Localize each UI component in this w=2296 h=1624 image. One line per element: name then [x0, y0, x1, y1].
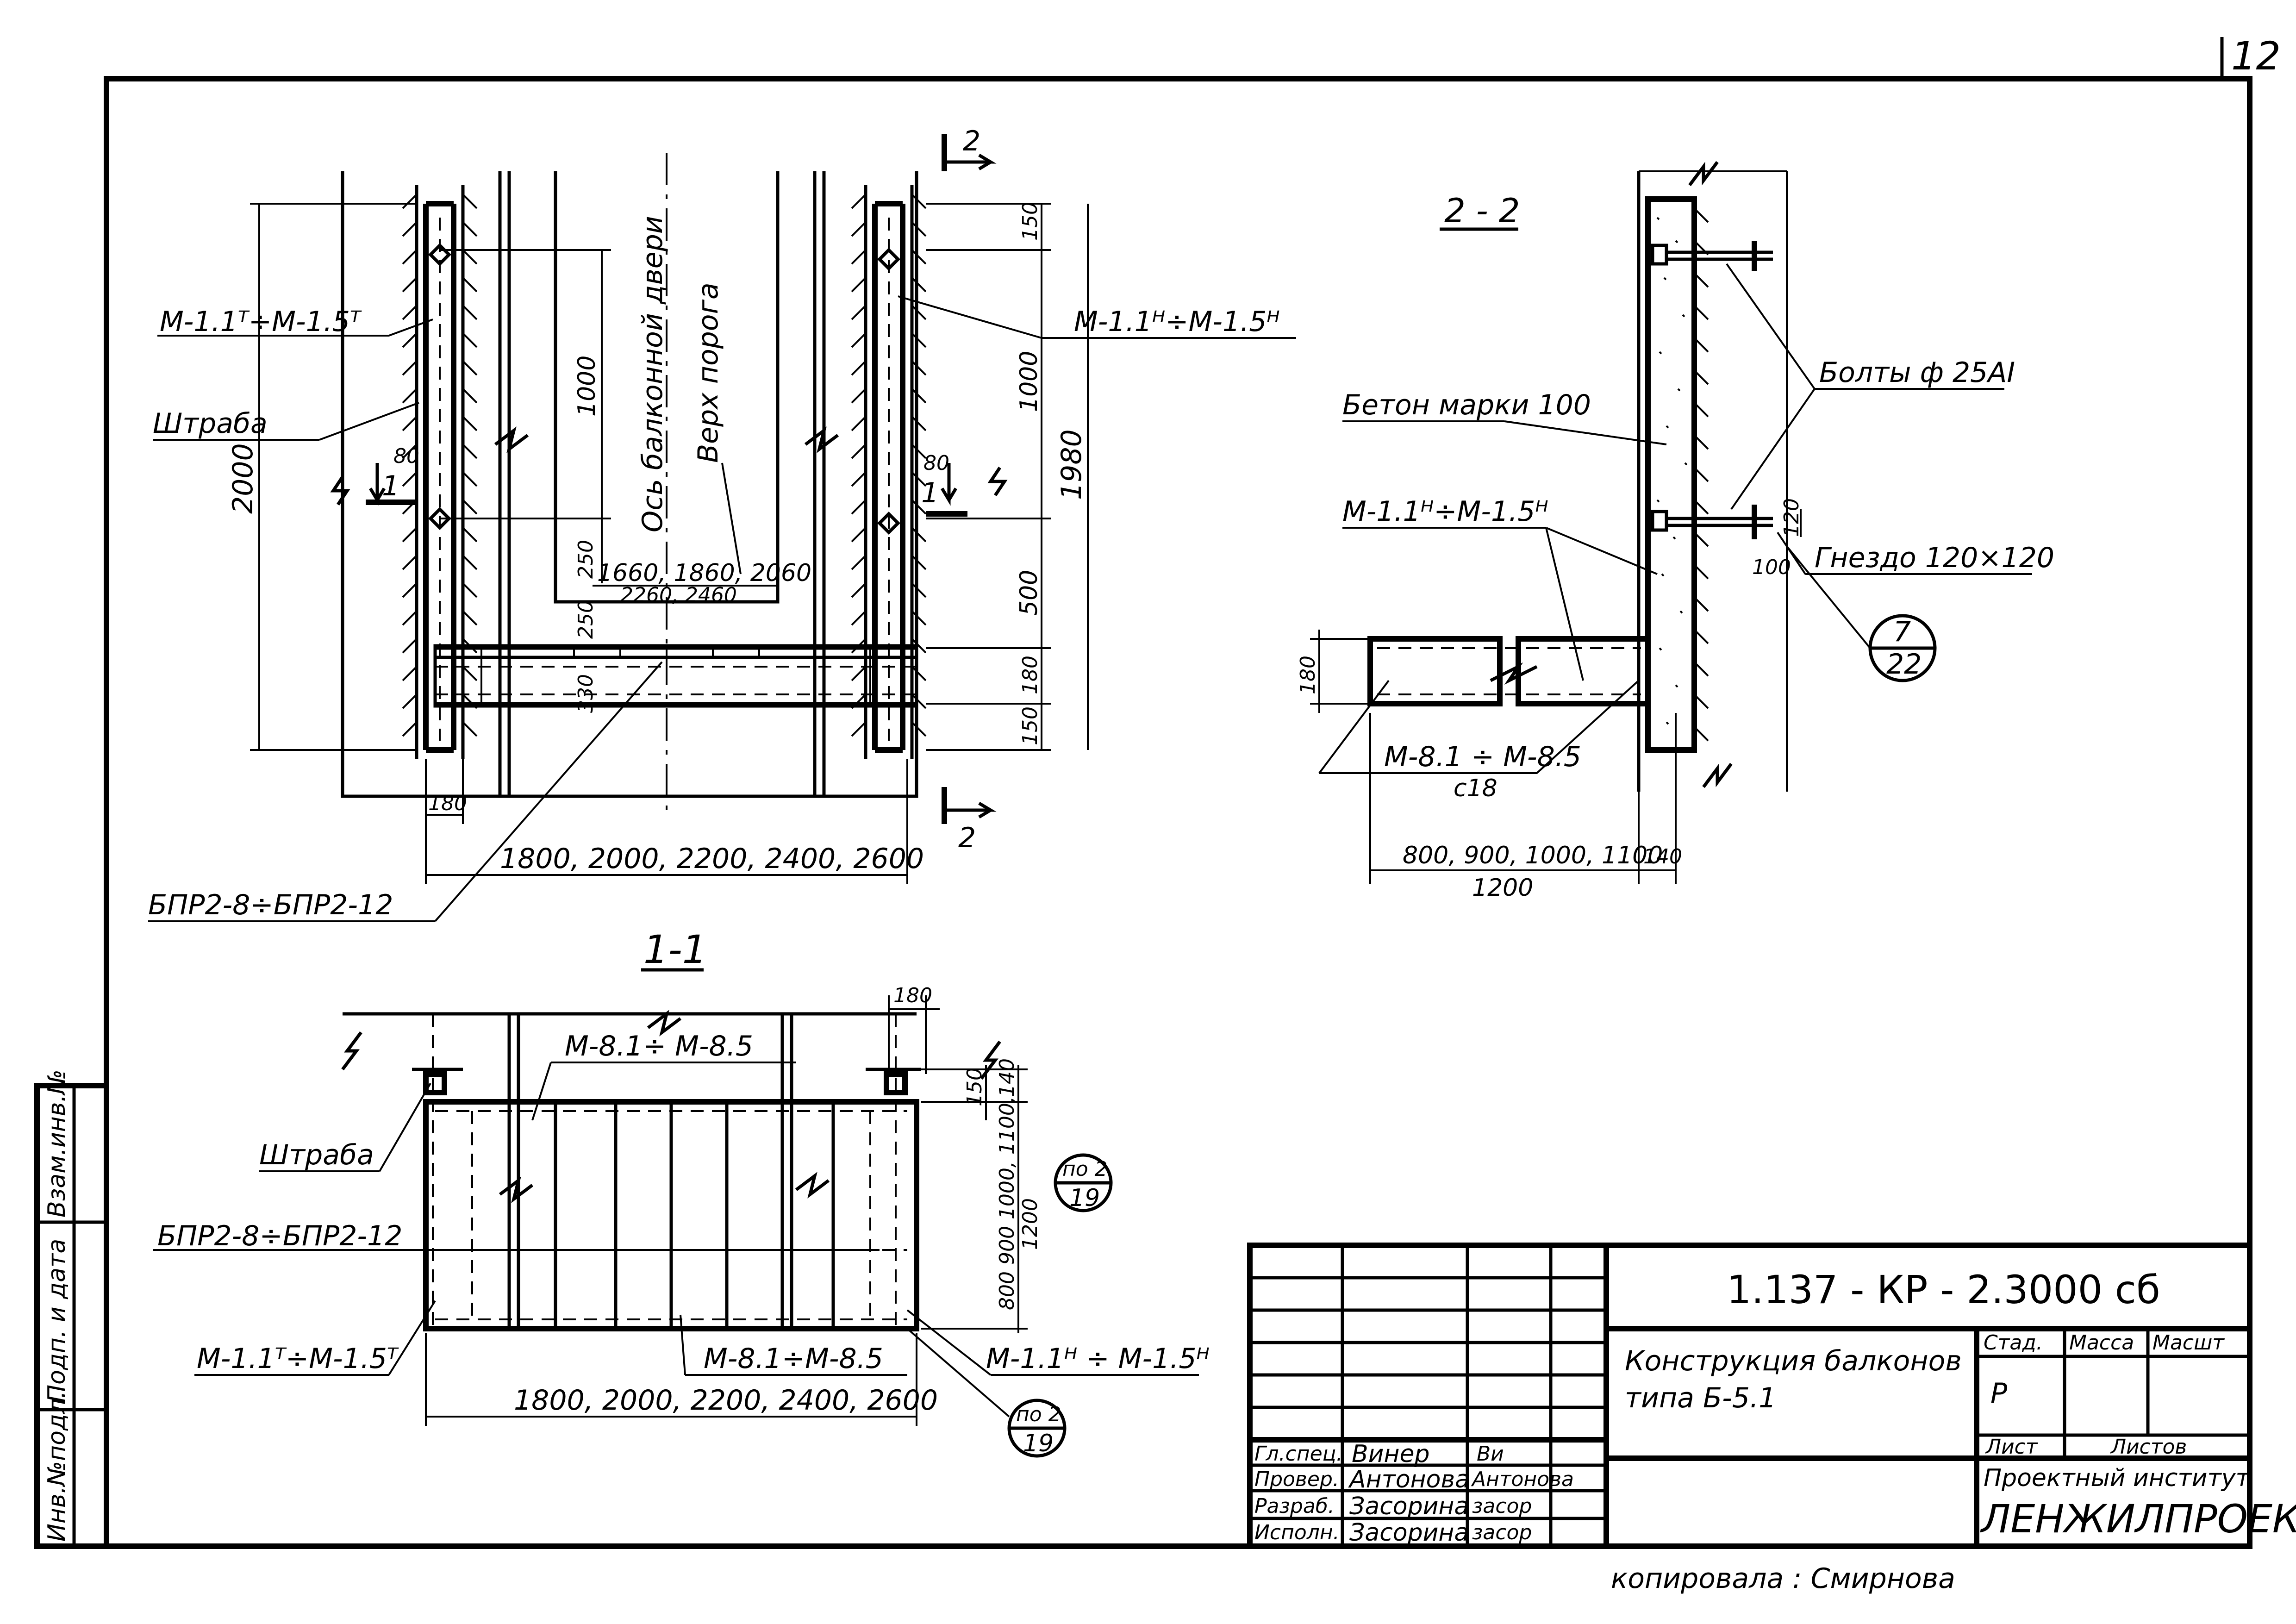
name-1: Винер — [1352, 1440, 1429, 1468]
plan-view: 2000 М-1.1ᵀ÷М-1.5ᵀ Штраба 1 80 1000 250 … — [148, 125, 1296, 922]
title-block-sheet-header: Лист — [1985, 1435, 2038, 1459]
plan-dim-250-b: 250 — [574, 600, 598, 639]
plan-beam-label: БПР2-8÷БПР2-12 — [148, 889, 393, 921]
plan-dim-180-bottom: 180 — [428, 792, 467, 815]
sheet-number: 12 — [2231, 33, 2281, 79]
title-block-mass-header: Масса — [2069, 1331, 2134, 1355]
stamp-replaced-inv: Взам.инв.№ — [43, 1069, 71, 1218]
stamp-sign-date: Подп. и дата — [43, 1239, 71, 1403]
section-1-1-ref-a-num: по 2 — [1062, 1157, 1108, 1181]
sign-2: Антонова — [1471, 1468, 1574, 1491]
plan-dim-80-right: 80 — [923, 451, 949, 475]
plan-cut-2-top: 2 — [963, 125, 980, 157]
stamp-inventory-no: Инв.№подл. — [43, 1391, 71, 1542]
section-2-2-embed-label: М-1.1ᴴ÷М-1.5ᴴ — [1342, 495, 1548, 528]
section-1-1-dim-140: 140 — [995, 1058, 1019, 1097]
section-1-1-ref-a-den: 19 — [1069, 1184, 1100, 1212]
title-block: 1.137 - КР - 2.3000 сб Конструкция балко… — [1247, 1243, 2296, 1549]
side-stamp: Инв.№подл. Подп. и дата Взам.инв.№ — [34, 1069, 109, 1549]
plan-span-dims: 1800, 2000, 2200, 2400, 2600 — [500, 843, 924, 875]
plan-door-axis-label: Ось балконной двери — [636, 216, 669, 532]
section-1-1-dim-150: 150 — [963, 1068, 986, 1106]
title-block-stage: Р — [1990, 1377, 2008, 1410]
section-1-1-left-label: М-1.1ᵀ÷М-1.5ᵀ — [197, 1343, 399, 1375]
section-2-2-dim-180: 180 — [1296, 656, 1320, 694]
plan-cut-1-left: 1 — [382, 470, 399, 502]
role-3: Разраб. — [1254, 1494, 1335, 1518]
plan-widths-line2: 2260, 2460 — [620, 583, 737, 607]
role-1: Гл.спец. — [1254, 1442, 1343, 1466]
name-2: Антонова — [1348, 1466, 1470, 1493]
plan-dim-250-a: 250 — [574, 540, 598, 579]
title-block-code: 1.137 - КР - 2.3000 сб — [1727, 1267, 2160, 1312]
section-2-2-concrete-label: Бетон марки 100 — [1342, 389, 1591, 421]
plan-dim-2000: 2000 — [227, 443, 259, 514]
plan-threshold-label: Верх порога — [692, 282, 724, 463]
plan-dim-1000-right: 1000 — [1015, 351, 1043, 412]
role-2: Провер. — [1254, 1468, 1339, 1491]
sign-4: засор — [1472, 1521, 1532, 1544]
section-1-1-ref-b-den: 19 — [1023, 1430, 1054, 1457]
section-1-1-depth-dims: 800 900 1000, 1100, — [995, 1096, 1019, 1310]
section-2-2-dim-100: 100 — [1752, 556, 1791, 579]
plan-cut-1-right: 1 — [921, 477, 939, 509]
section-2-2-title: 2 - 2 — [1444, 191, 1520, 230]
section-2-2-bolts-label: Болты ф 25АI — [1819, 356, 2015, 389]
plan-widths-line1: 1660, 1860, 2060 — [597, 559, 811, 587]
copied-by: копировала : Смирнова — [1611, 1562, 1955, 1595]
section-1-1-right-label: М-1.1ᴴ ÷ М-1.5ᴴ — [986, 1343, 1210, 1375]
plan-dim-1000-left: 1000 — [573, 356, 601, 417]
name-3: Засорина — [1349, 1493, 1469, 1520]
section-2-2: 2 - 2 Болты ф 25АI Бетон марки 100 М-1.1… — [1296, 161, 2054, 902]
section-2-2-bottom-label-2: с18 — [1454, 775, 1497, 802]
plan-dim-150-bottom: 150 — [1018, 706, 1042, 745]
plan-groove-label: Штраба — [153, 407, 268, 440]
section-1-1-dim-1200: 1200 — [1018, 1198, 1042, 1250]
section-1-1-ref-b-num: по 2 — [1016, 1403, 1061, 1426]
section-1-1-middle-label: М-8.1÷М-8.5 — [704, 1343, 883, 1375]
plan-dim-330: 330 — [574, 674, 598, 713]
title-block-stage-header: Стад. — [1984, 1331, 2043, 1355]
plan-dim-180-right: 180 — [1018, 656, 1042, 694]
name-4: Засорина — [1349, 1519, 1469, 1547]
plan-dim-1980: 1980 — [1055, 429, 1088, 500]
section-2-2-socket-label: Гнездо 120×120 — [1815, 542, 2054, 574]
plan-dim-500: 500 — [1015, 570, 1043, 616]
drawing-frame — [104, 76, 2252, 1549]
plan-dim-150-top: 150 — [1018, 202, 1042, 241]
section-2-2-dim-120: 120 — [1780, 498, 1803, 537]
sign-1: Ви — [1477, 1442, 1504, 1466]
section-2-2-ref-den: 22 — [1886, 648, 1922, 681]
section-1-1-top-label: М-8.1÷ М-8.5 — [565, 1030, 753, 1062]
title-block-org-line1: Проектный институт — [1984, 1464, 2251, 1492]
section-2-2-ref-num: 7 — [1893, 616, 1911, 648]
title-block-sheets-header: Листов — [2110, 1435, 2187, 1459]
role-4: Исполн. — [1254, 1521, 1340, 1544]
section-1-1: 1-1 М-8.1÷ М-8.5 — [153, 927, 1210, 1458]
section-2-2-bottom-label-1: М-8.1 ÷ М-8.5 — [1384, 741, 1581, 773]
plan-left-anchor-label: М-1.1ᵀ÷М-1.5ᵀ — [160, 306, 362, 338]
title-block-org-line2: ЛЕНЖИЛПРОЕКТ — [1980, 1496, 2296, 1542]
plan-cut-2-bottom: 2 — [958, 822, 976, 854]
title-block-title-line1: Конструкция балконов — [1625, 1345, 1962, 1377]
sign-3: засор — [1472, 1494, 1532, 1518]
section-1-1-title: 1-1 — [643, 927, 707, 972]
section-1-1-beam-label: БПР2-8÷БПР2-12 — [157, 1220, 402, 1252]
plan-right-anchor-label: М-1.1ᴴ÷М-1.5ᴴ — [1074, 306, 1280, 338]
section-2-2-dim-140: 140 — [1643, 845, 1682, 868]
section-2-2-widths: 800, 900, 1000, 1100 — [1403, 842, 1663, 869]
section-2-2-width-1200: 1200 — [1472, 874, 1533, 902]
section-1-1-groove-label: Штраба — [259, 1139, 374, 1171]
title-block-title-line2: типа Б-5.1 — [1625, 1382, 1776, 1414]
section-1-1-dim-180: 180 — [893, 984, 932, 1007]
section-1-1-span-dims: 1800, 2000, 2200, 2400, 2600 — [514, 1384, 938, 1417]
plan-dim-80-left: 80 — [393, 444, 419, 468]
title-block-scale-header: Масшт — [2152, 1331, 2225, 1355]
